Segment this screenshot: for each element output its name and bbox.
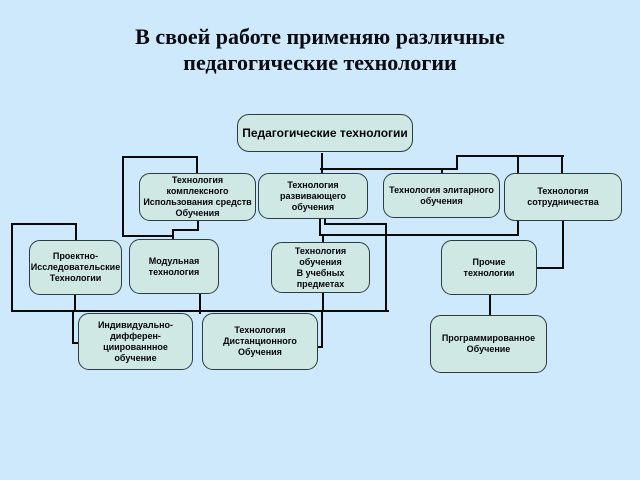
node-project-research: Проектно- Исследовательские Технологии	[29, 240, 122, 295]
node-distance-learning: Технология Дистанционного Обучения	[202, 313, 318, 370]
node-individual-differentiated: Индивидуально- дифферен- циированнное об…	[78, 313, 193, 370]
node-complex-teaching-means: Технология комплексного Использования ср…	[139, 173, 256, 221]
node-elite-education: Технология элитарного обучения	[383, 173, 500, 218]
node-other-technologies: Прочие технологии	[441, 240, 537, 295]
node-programmed-learning: Программированное Обучение	[430, 315, 547, 373]
node-pedagogical-technologies: Педагогические технологии	[237, 114, 413, 152]
node-cooperation-technology: Технология сотрудничества	[504, 173, 622, 221]
node-developing-education: Технология развивающего обучения	[258, 173, 368, 219]
slide-title: В своей работе применяю различные педаго…	[135, 24, 505, 75]
node-subject-teaching: Технология обучения В учебных предметах	[271, 242, 370, 293]
node-modular-technology: Модульная технология	[129, 239, 219, 294]
